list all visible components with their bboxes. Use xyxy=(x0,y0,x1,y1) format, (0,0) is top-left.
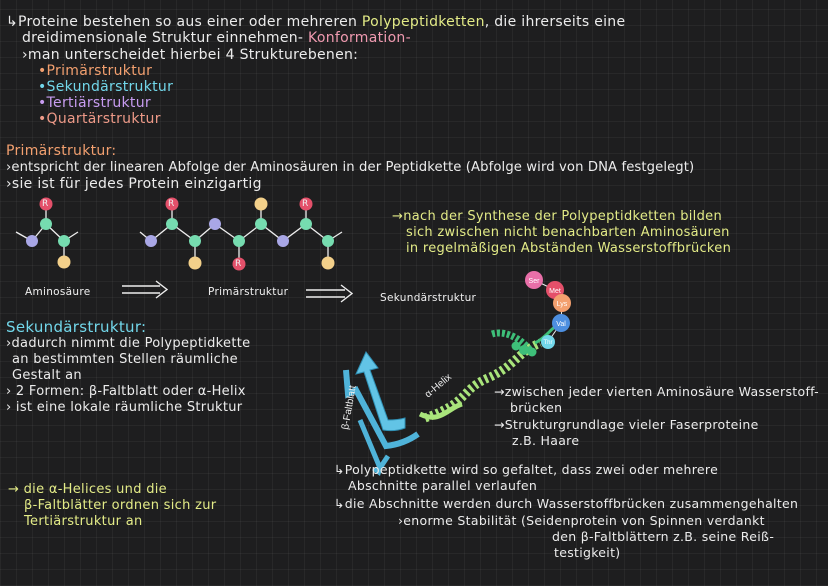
level-secondary: •Sekundärstruktur xyxy=(38,79,174,95)
chain-atom xyxy=(322,235,334,247)
atom-c-alpha xyxy=(40,218,52,230)
intro-line-1-end: , die ihrerseits eine xyxy=(484,14,626,30)
sheet-label: β-Faltblatt xyxy=(340,384,359,430)
chain-atom xyxy=(189,235,201,247)
helix-bead xyxy=(519,345,529,355)
helix-bead xyxy=(511,341,521,351)
chain-atom xyxy=(145,235,157,247)
bead-ser-label: Ser xyxy=(529,278,541,285)
chain-atom xyxy=(277,235,289,247)
chain-atom-o xyxy=(188,256,202,270)
primary-line-2: ›sie ist für jedes Protein einzigartig xyxy=(6,176,262,192)
helix-note-2: brücken xyxy=(510,400,563,415)
term-polypeptidketten: Polypeptidketten xyxy=(361,14,485,30)
arrow-1 xyxy=(122,280,169,299)
bead-thr xyxy=(541,335,555,349)
folding-line-6: testigkeit) xyxy=(554,545,621,560)
chain-atom-r xyxy=(232,257,246,271)
folding-line-3: ↳die Abschnitte werden durch Wasserstoff… xyxy=(334,496,799,511)
bead-lys-label: Lys xyxy=(557,301,568,308)
intro-line-1: ↳Proteine bestehen so aus einer oder meh… xyxy=(6,14,625,30)
chain-atom xyxy=(255,218,267,230)
tertiary-note-3: Tertiärstruktur an xyxy=(24,514,143,529)
secondary-line-2: an bestimmten Stellen räumliche xyxy=(12,352,238,367)
atom-n xyxy=(26,235,38,247)
bead-val xyxy=(552,314,570,332)
secondary-line-5: › ist eine lokale räumliche Struktur xyxy=(6,400,243,415)
bead-val-label: Val xyxy=(556,321,566,328)
atom-r xyxy=(39,197,53,211)
helix-bead xyxy=(527,347,537,357)
chain-atom-r xyxy=(299,197,313,211)
level-quaternary: •Quartärstruktur xyxy=(38,111,161,127)
level-tertiary: •Tertiärstruktur xyxy=(38,95,151,111)
primary-heading: Primärstruktur: xyxy=(6,143,117,159)
tertiary-note-2: β-Faltblätter ordnen sich zur xyxy=(24,498,217,513)
helix-note-4: z.B. Haare xyxy=(512,433,580,448)
chain-atom xyxy=(233,235,245,247)
helix-label: α-Helix xyxy=(423,372,454,401)
primary-line-1: ›entspricht der linearen Abfolge der Ami… xyxy=(6,160,695,175)
folding-line-1: ↳Polypeptidkette wird so gefaltet, dass … xyxy=(334,462,719,477)
chain-r-label-3: R xyxy=(302,199,309,209)
arrow-2 xyxy=(306,284,354,303)
chain-atom xyxy=(166,218,178,230)
synthesis-note-3: in regelmäßigen Abständen Wasserstoffbrü… xyxy=(406,241,732,256)
secondary-line-1: ›dadurch nimmt die Polypeptidkette xyxy=(6,336,251,351)
peptide-chain xyxy=(139,204,343,264)
secondary-heading: Sekundärstruktur: xyxy=(6,318,147,336)
intro-line-3: ›man unterscheidet hierbei 4 Strukturebe… xyxy=(22,47,359,63)
chain-atom-r xyxy=(165,197,179,211)
label-primaerstruktur: Primärstruktur xyxy=(208,286,289,298)
intro-line-2: dreidimensionale Struktur einnehmen- Kon… xyxy=(22,30,411,46)
secondary-line-3: Gestalt an xyxy=(12,368,82,383)
helix-note-3: →Strukturgrundlage vieler Faserproteine xyxy=(494,417,759,432)
folding-line-4: ›enorme Stabilität (Seidenprotein von Sp… xyxy=(398,513,765,528)
level-primary: •Primärstruktur xyxy=(38,63,153,79)
folding-line-5: den β-Faltblättern z.B. seine Reiß- xyxy=(552,529,775,544)
synthesis-note-1: →nach der Synthese der Polypeptidketten … xyxy=(392,209,722,224)
chain-atom-o xyxy=(254,197,268,211)
label-aminosaeure: Aminosäure xyxy=(25,286,91,298)
intro-line-1-text: ↳Proteine bestehen so aus einer oder meh… xyxy=(6,14,362,30)
bead-lys xyxy=(553,294,571,312)
bead-thr-label: Thr xyxy=(544,340,553,346)
helix-note-1: →zwischen jeder vierten Aminosäure Wasse… xyxy=(494,384,819,399)
chain-atom xyxy=(300,218,312,230)
atom-r-label: R xyxy=(42,199,49,209)
secondary-line-4: › 2 Formen: β-Faltblatt oder α-Helix xyxy=(6,384,246,399)
atom-c xyxy=(58,235,70,247)
beta-sheet xyxy=(343,351,420,476)
label-sekundaerstruktur: Sekundärstruktur xyxy=(380,292,477,304)
atom-o xyxy=(57,255,71,269)
chain-r-label-2: R xyxy=(235,259,242,269)
amino-acid-molecule xyxy=(15,204,79,262)
bead-ser xyxy=(525,271,543,289)
chain-atom-o xyxy=(321,256,335,270)
chain-atom xyxy=(209,218,221,230)
intro-line-2-text: dreidimensionale Struktur einnehmen- xyxy=(22,30,309,46)
bead-met-label: Met xyxy=(549,288,561,295)
tertiary-note-1: → die α-Helices und die xyxy=(8,482,167,497)
synthesis-note-2: sich zwischen nicht benachbarten Aminosä… xyxy=(406,225,730,240)
term-konformation: Konformation- xyxy=(308,30,411,46)
folding-line-2: Abschnitte parallel verlaufen xyxy=(348,478,538,493)
chain-r-label-1: R xyxy=(168,199,175,209)
